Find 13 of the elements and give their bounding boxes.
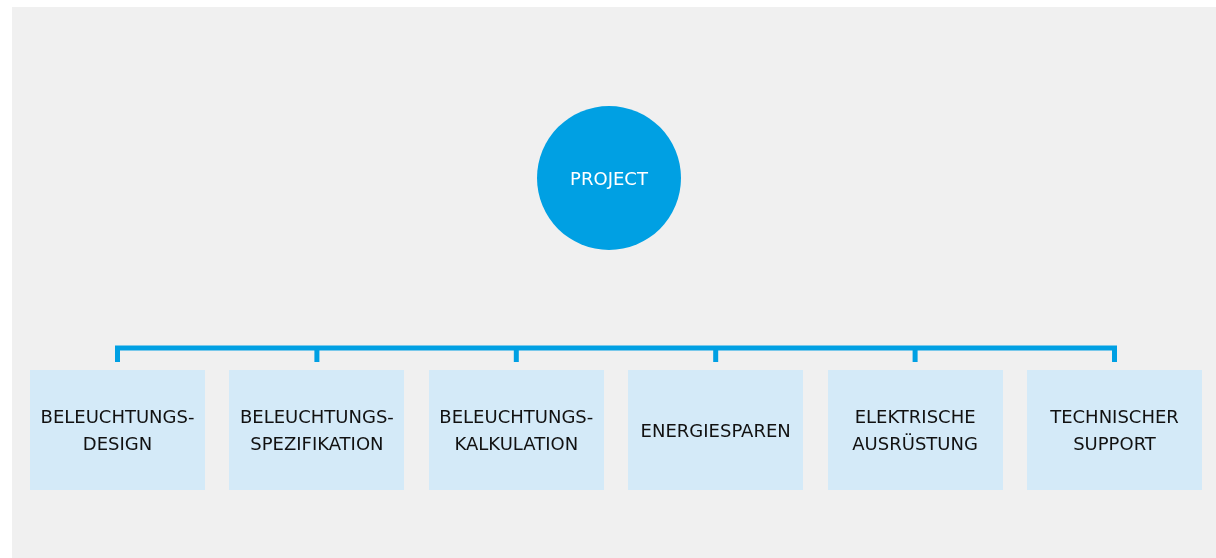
node-label: TECHNISCHER SUPPORT <box>1049 405 1180 456</box>
node-label: ELEKTRISCHE AUSRÜSTUNG <box>851 405 979 456</box>
category-box <box>428 370 604 490</box>
category-box <box>30 370 205 490</box>
node-label: BELEUCHTUNGS- SPEZIFIKATION <box>238 405 395 456</box>
category-box <box>229 370 405 490</box>
category-box <box>827 370 1003 490</box>
category-box <box>628 370 804 490</box>
node-label: PROJECT <box>570 166 648 191</box>
category-box <box>1027 370 1202 490</box>
node-label: BELEUCHTUNGS- KALKULATION <box>438 405 595 456</box>
node-label: BELEUCHTUNGS- DESIGN <box>39 405 196 456</box>
node-label: ENERGIESPAREN <box>640 418 791 443</box>
